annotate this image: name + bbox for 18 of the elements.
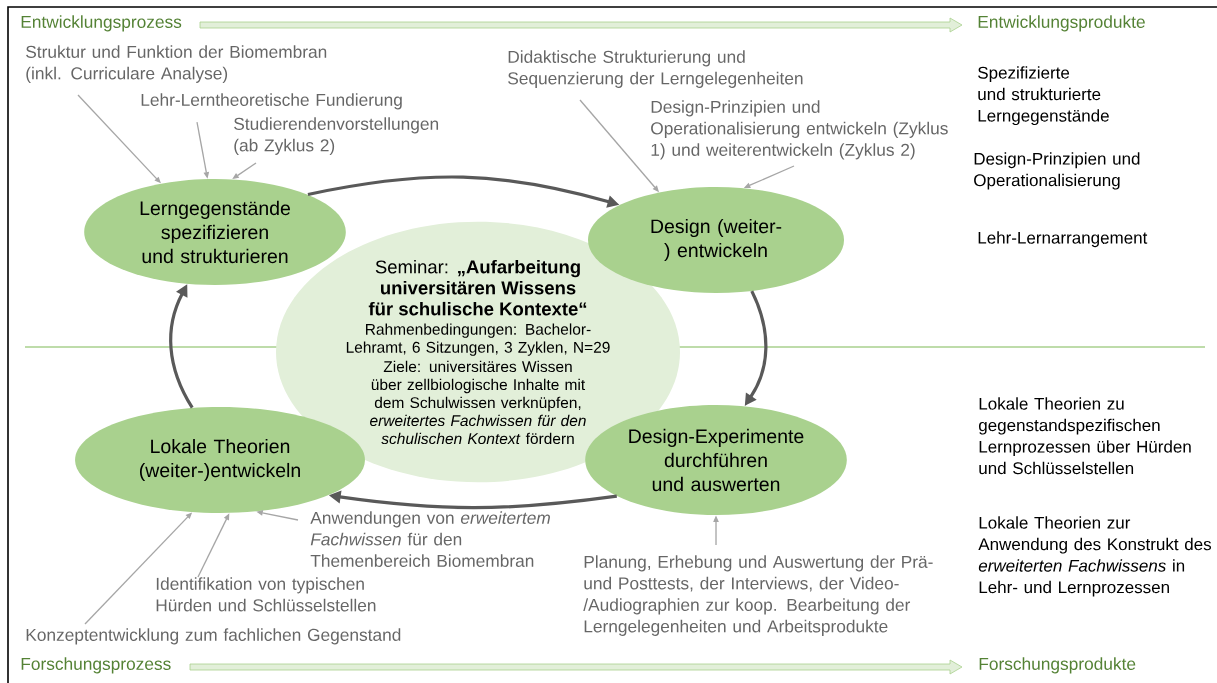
product-text: Lokale Theorien zur Anwendung des Konstrukt des erweiterten Fachwissens in Lehr- und Lernprozessen (978, 516, 1212, 597)
annotation-text: Lehr-Lerntheoretische Fundierung (141, 93, 402, 110)
annotation-text: Planung, Erhebung und Auswertung der Prä- und Posttests, der Interviews, der Video- /Audiographien zur koop. Bearbeitung der Lerngelegenheiten und Arbeitsprodukte (583, 555, 933, 636)
process-heading: Entwicklungsprodukte (978, 15, 1145, 32)
annotation-text: Konzeptentwicklung zum fachlichen Gegenstand (26, 628, 401, 645)
annotation-text: Studierendenvorstellungen (ab Zyklus 2) (234, 117, 438, 155)
product-text: Design-Prinzipien und Operationalisierung (974, 152, 1140, 190)
process-heading: Forschungsprodukte (979, 657, 1136, 674)
product-text: Lehr-Lernarrangement (978, 231, 1148, 248)
annotation-text: Design-Prinzipien und Operationalisierung entwickeln (Zyklus 1) und weiterentwickeln (Zyklus 2) (651, 100, 948, 160)
product-text: Spezifizierte und strukturierte Lerngegenstände (978, 66, 1109, 126)
product-text: Lokale Theorien zu gegenstandspezifischen Lernprozessen über Hürden und Schlüsselstellen (979, 397, 1191, 475)
annotation-text: Anwendungen von erweitertem Fachwissen für den Themenbereich Biomembran (310, 511, 550, 567)
annotation-text: Didaktische Strukturierung und Sequenzierung der Lerngelegenheiten (508, 50, 803, 88)
annotation-text: Identifikation von typischen Hürden und Schlüsselstellen (156, 577, 376, 612)
process-heading: Entwicklungsprozess (21, 15, 182, 32)
process-heading: Forschungsprozess (21, 657, 171, 674)
annotation-text: Struktur und Funktion der Biomembran (inkl. Curriculare Analyse) (26, 45, 327, 83)
